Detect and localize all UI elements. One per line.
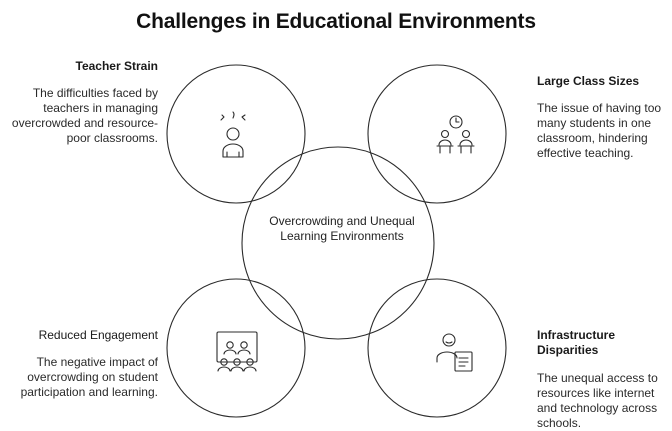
diagram-title: Challenges in Educational Environments — [136, 10, 536, 33]
person-document-icon — [436, 333, 473, 372]
reduced-engagement-description: The negative impact of overcrowding on s… — [20, 355, 158, 399]
circle-infrastructure-disparities — [367, 278, 507, 418]
infrastructure-disparities-title: Infrastructure Disparities — [537, 328, 616, 357]
circle-reduced-engagement — [166, 278, 306, 418]
infrastructure-disparities-description: The unequal access to resources like int… — [537, 371, 658, 430]
clock-students-desks-icon — [436, 115, 475, 154]
teacher-strain-title: Teacher Strain — [75, 59, 158, 73]
circle-center — [241, 146, 435, 340]
circle-large-class-sizes — [367, 64, 507, 204]
reduced-engagement-title: Reduced Engagement — [38, 328, 158, 342]
stressed-teacher-icon — [220, 111, 246, 158]
classroom-audience-icon — [216, 331, 258, 372]
teacher-strain-description: The difficulties faced by teachers in ma… — [11, 86, 158, 145]
center-label: Overcrowding and Unequal Learning Enviro… — [269, 214, 415, 243]
large-class-sizes-title: Large Class Sizes — [537, 74, 640, 88]
circle-teacher-strain — [166, 64, 306, 204]
large-class-sizes-description: The issue of having too many students in… — [537, 101, 662, 160]
